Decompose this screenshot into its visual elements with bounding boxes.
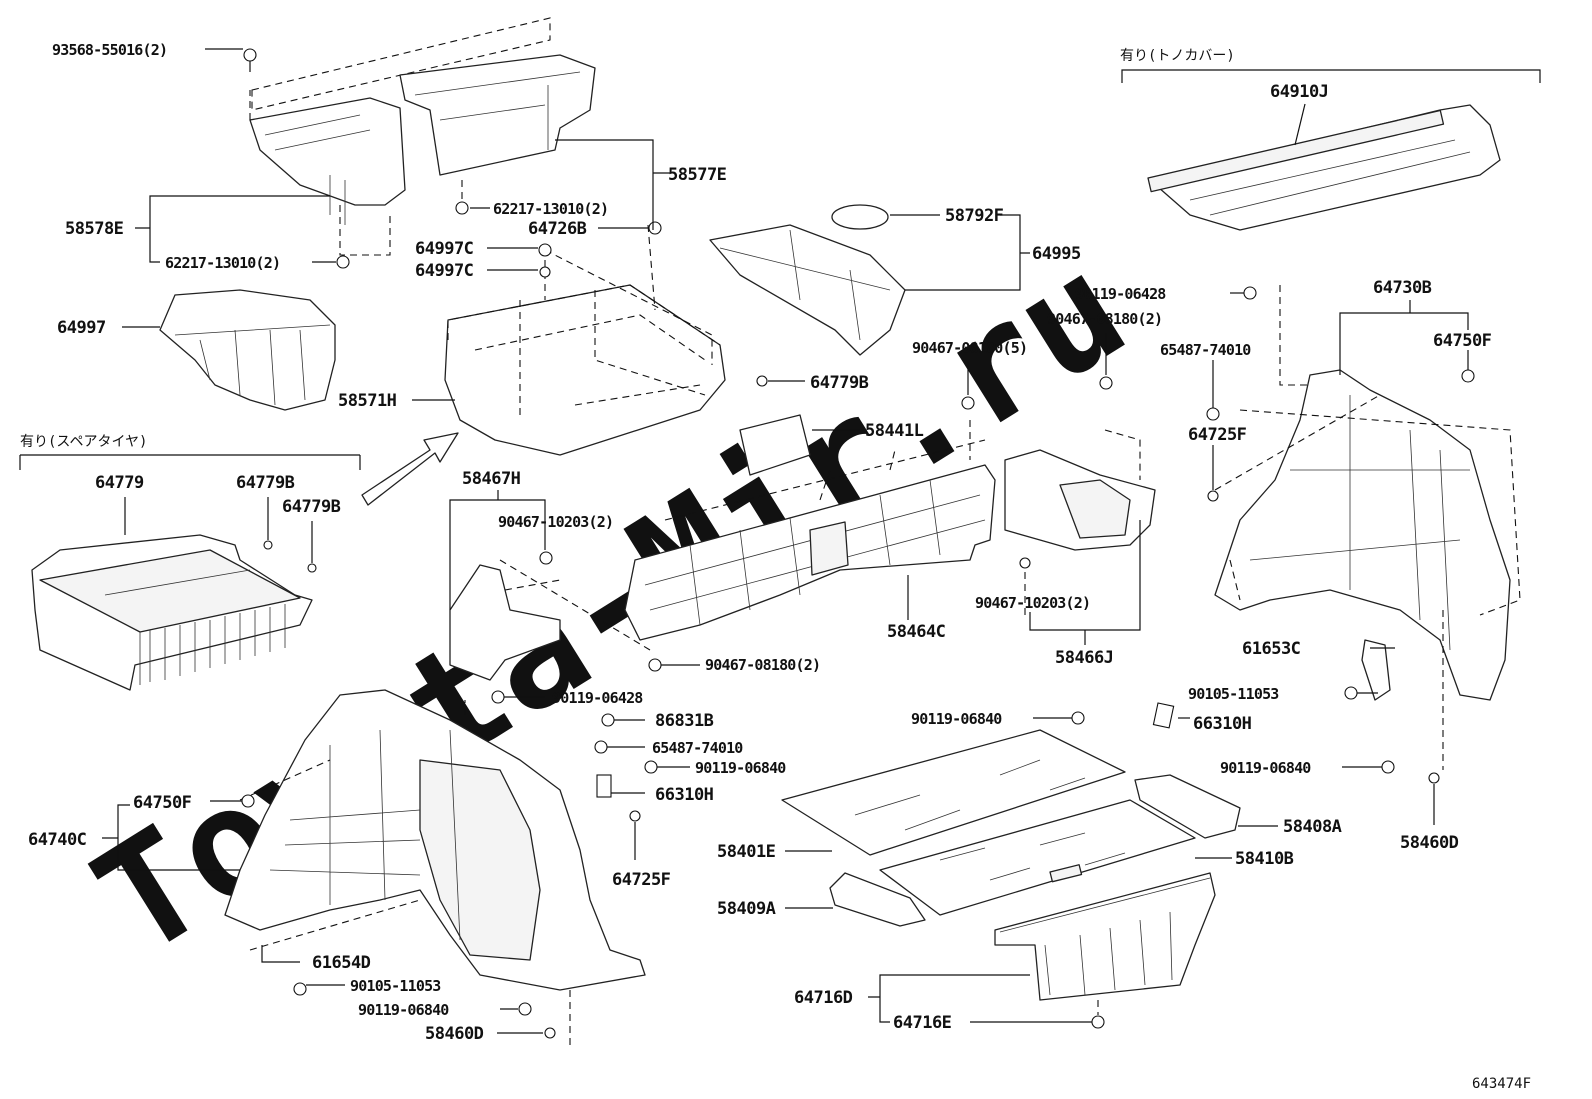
label-86831B: 86831B (655, 711, 714, 731)
label-58408A: 58408A (1283, 817, 1342, 837)
label-64995: 64995 (1032, 244, 1081, 264)
label-90467-10203-right: 90467-10203(2) (975, 594, 1090, 612)
floor-tray-drawing (444, 224, 726, 456)
label-90467-08180-2-upper: 90467-08180(2) (1047, 310, 1162, 328)
label-66310H-left: 66310H (655, 785, 714, 805)
bracket-drawing (449, 559, 651, 681)
spare-tire-cover-drawing (31, 534, 313, 691)
label-62217-13010-lower: 62217-13010(2) (165, 254, 280, 272)
label-90467-08180-2-lower: 90467-08180(2) (705, 656, 820, 674)
label-62217-13010-upper: 62217-13010(2) (493, 200, 608, 218)
label-58577E: 58577E (668, 165, 727, 185)
label-64730B: 64730B (1373, 278, 1432, 298)
label-58792F: 58792F (945, 206, 1004, 226)
label-58401E: 58401E (717, 842, 776, 862)
floor-boards-drawing (781, 729, 1241, 927)
label-61654D: 61654D (312, 953, 371, 973)
label-58409A: 58409A (717, 899, 776, 919)
label-90105-11053-right: 90105-11053 (1188, 685, 1279, 703)
label-64740C: 64740C (28, 830, 86, 850)
figure-code: 643474F (1472, 1076, 1531, 1092)
fastener-icons (241, 48, 1475, 1039)
direction-arrow (361, 432, 459, 506)
label-64725F-right: 64725F (1188, 425, 1247, 445)
note-tonneau-cover: 有り(トノカバー) (1120, 48, 1235, 64)
right-quarter-trim-drawing (1214, 285, 1521, 770)
label-58571H: 58571H (338, 391, 397, 411)
label-64750F-left: 64750F (133, 793, 192, 813)
label-64750F-right: 64750F (1433, 331, 1492, 351)
label-64779: 64779 (95, 473, 144, 493)
label-64716E: 64716E (893, 1013, 952, 1033)
label-65487-74010-left: 65487-74010 (652, 739, 743, 757)
label-64725F-left: 64725F (612, 870, 671, 890)
label-58466J: 58466J (1055, 648, 1113, 668)
right-panel-drawing (1004, 429, 1156, 620)
small-cover-drawing (739, 414, 811, 476)
label-61653C: 61653C (1242, 639, 1300, 659)
label-90119-06428-right: 90119-06428 (1075, 285, 1166, 303)
label-58460D-left: 58460D (425, 1024, 484, 1044)
label-64779B-a: 64779B (236, 473, 295, 493)
label-90119-06840-left-lower: 90119-06840 (358, 1001, 449, 1019)
label-64779B-b: 64779B (282, 497, 341, 517)
label-64779B-floor: 64779B (810, 373, 869, 393)
label-90119-06428-left: 90119-06428 (552, 689, 643, 707)
label-64726B: 64726B (528, 219, 587, 239)
note-spare-tire: 有り(スペアタイヤ) (20, 434, 147, 450)
label-64997C-b: 64997C (415, 261, 473, 281)
label-64997C-a: 64997C (415, 239, 473, 259)
label-90105-11053-left: 90105-11053 (350, 977, 441, 995)
label-58460D-right: 58460D (1400, 833, 1459, 853)
label-64910J: 64910J (1270, 82, 1328, 102)
deck-tray-upper-drawing (249, 17, 596, 256)
label-90467-08180-5: 90467-08180(5) (912, 339, 1027, 357)
label-90467-10203-left: 90467-10203(2) (498, 513, 613, 531)
leader-lines (19, 48, 1541, 1034)
label-90119-06840-left-upper: 90119-06840 (695, 759, 786, 777)
rear-panel-drawing (624, 420, 996, 641)
label-58441L: 58441L (865, 421, 924, 441)
label-90119-06840-right: 90119-06840 (1220, 759, 1311, 777)
part-labels: 93568-55016(2) 58577E 58578E 62217-13010… (20, 41, 1531, 1092)
label-66310H-right: 66310H (1193, 714, 1252, 734)
label-64997: 64997 (57, 318, 106, 338)
label-58464C: 58464C (887, 622, 945, 642)
tonneau-cover-drawing (1147, 104, 1501, 231)
label-93568-55016: 93568-55016(2) (52, 41, 167, 59)
label-58467H: 58467H (462, 469, 521, 489)
label-90119-06840-mid: 90119-06840 (911, 710, 1002, 728)
label-65487-74010-right: 65487-74010 (1160, 341, 1251, 359)
scuff-plate-drawing (994, 872, 1216, 1015)
storage-box-drawing (159, 289, 336, 411)
left-quarter-trim-drawing (224, 689, 646, 1045)
partition-drawing (709, 204, 906, 356)
label-58410B: 58410B (1235, 849, 1294, 869)
label-58578E: 58578E (65, 219, 124, 239)
label-64716D: 64716D (794, 988, 853, 1008)
